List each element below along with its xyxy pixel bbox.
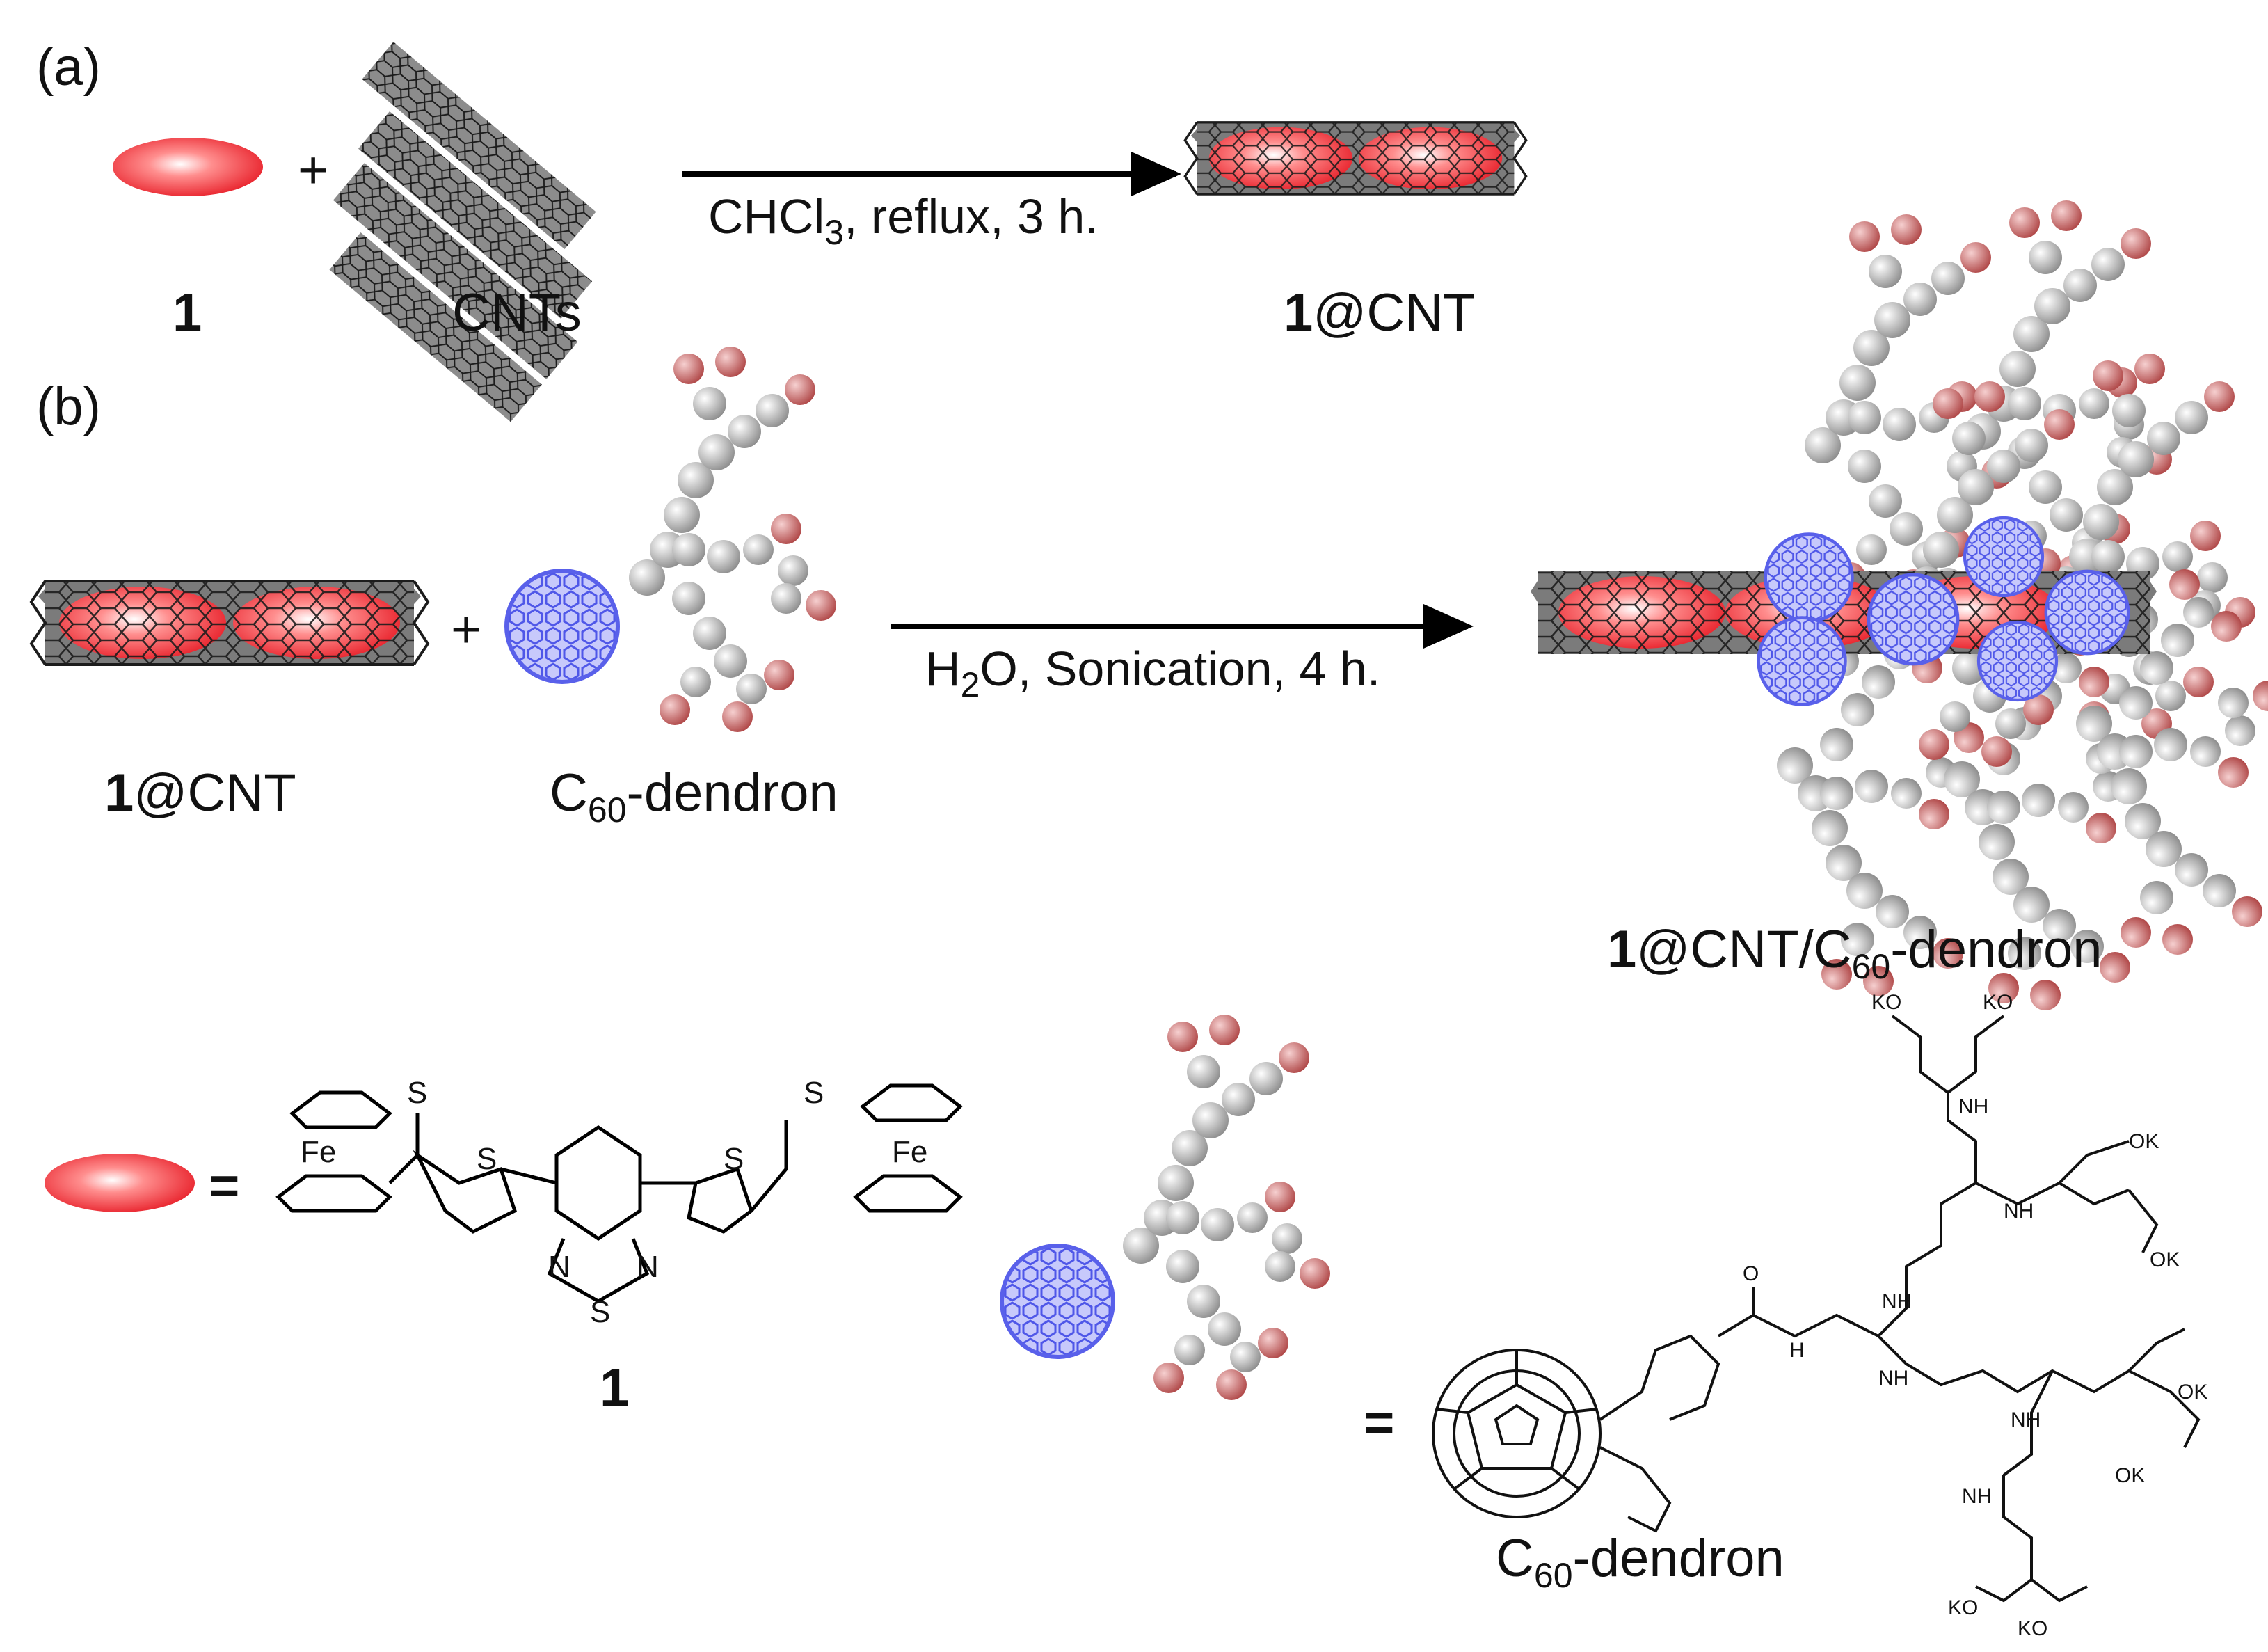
dendron-structure	[1599, 1015, 2201, 1603]
plus-sign-b: +	[451, 600, 481, 659]
ko-1: KO	[1871, 991, 1901, 1014]
condition-a: CHCl3, reflux, 3 h.	[708, 189, 1099, 252]
legend-c60-dendron: = O H NH NH NH NH	[1002, 991, 2207, 1640]
reactant-label-b: 1@CNT	[104, 763, 296, 823]
dendron-atom-labels: O H NH NH NH NH NH NH KO KO OK OK OK OK …	[1743, 991, 2207, 1640]
nh-amide-2: NH	[1882, 1290, 1912, 1313]
panel-a-tag: (a)	[36, 38, 101, 97]
n-left: N	[548, 1250, 570, 1284]
ko-3: KO	[1948, 1596, 1978, 1619]
nh-amide-7: NH	[1962, 1485, 1992, 1508]
dendron-label-b: C60-dendron	[550, 763, 838, 829]
panel-b-tag: (b)	[36, 377, 101, 436]
s-thione-left: S	[407, 1076, 427, 1110]
ok-2: OK	[2150, 1248, 2180, 1271]
reactant-tube-b	[30, 580, 429, 666]
c60-dendron-model-b	[506, 347, 836, 732]
cnts-label: CNTs	[452, 283, 582, 342]
fe-left: Fe	[301, 1135, 336, 1169]
ko-2: KO	[1983, 991, 2013, 1014]
panel-a: (a) + 1 CNTs CHCl3, reflux, 3 h.	[36, 38, 1528, 422]
nh-amide-4: NH	[2004, 1200, 2034, 1223]
panel-b: (b) + 1@CNT C60-dendron H2O, Sonication,…	[30, 200, 2268, 1010]
ko-4: KO	[2018, 1617, 2047, 1640]
legend-dendron-label: C60-dendron	[1496, 1529, 1784, 1595]
n-right: N	[637, 1250, 659, 1284]
plus-sign-a: +	[298, 141, 328, 200]
s-thiophene-right: S	[724, 1142, 744, 1176]
legend-compound-1-label: 1	[600, 1358, 629, 1417]
ok-1: OK	[2129, 1130, 2159, 1153]
o-amide-1: O	[1743, 1262, 1759, 1285]
condition-b: H2O, Sonication, 4 h.	[925, 642, 1380, 704]
legend-ellipse	[45, 1154, 195, 1212]
nh-amide-1: H	[1789, 1339, 1805, 1362]
cnt-bundle-image	[329, 42, 596, 422]
product-tube-a	[1183, 121, 1528, 196]
s-thiadiazole: S	[590, 1295, 610, 1329]
fe-right: Fe	[892, 1135, 927, 1169]
s-thione-right: S	[804, 1076, 824, 1110]
s-thiophene-left: S	[477, 1142, 497, 1176]
compound-1-label: 1	[173, 283, 202, 342]
ok-4: OK	[2115, 1464, 2145, 1487]
ok-3: OK	[2178, 1381, 2207, 1404]
nh-amide-6: NH	[2011, 1408, 2041, 1431]
legend-compound-1: = Fe Fe S S S S N N S 1	[45, 1076, 963, 1417]
product-composite-b	[1531, 200, 2268, 1010]
product-label-a: 1@CNT	[1284, 283, 1476, 342]
nh-amide-5: NH	[1878, 1367, 1908, 1390]
equals-sign-2: =	[1364, 1393, 1394, 1452]
compound-1-ellipse	[113, 138, 263, 196]
equals-sign-1: =	[209, 1157, 239, 1216]
compound-1-structure	[275, 1083, 963, 1303]
nh-amide-3: NH	[1958, 1095, 1988, 1118]
product-label-b: 1@CNT/C60-dendron	[1607, 920, 2102, 986]
c60-structure	[1432, 1349, 1602, 1518]
